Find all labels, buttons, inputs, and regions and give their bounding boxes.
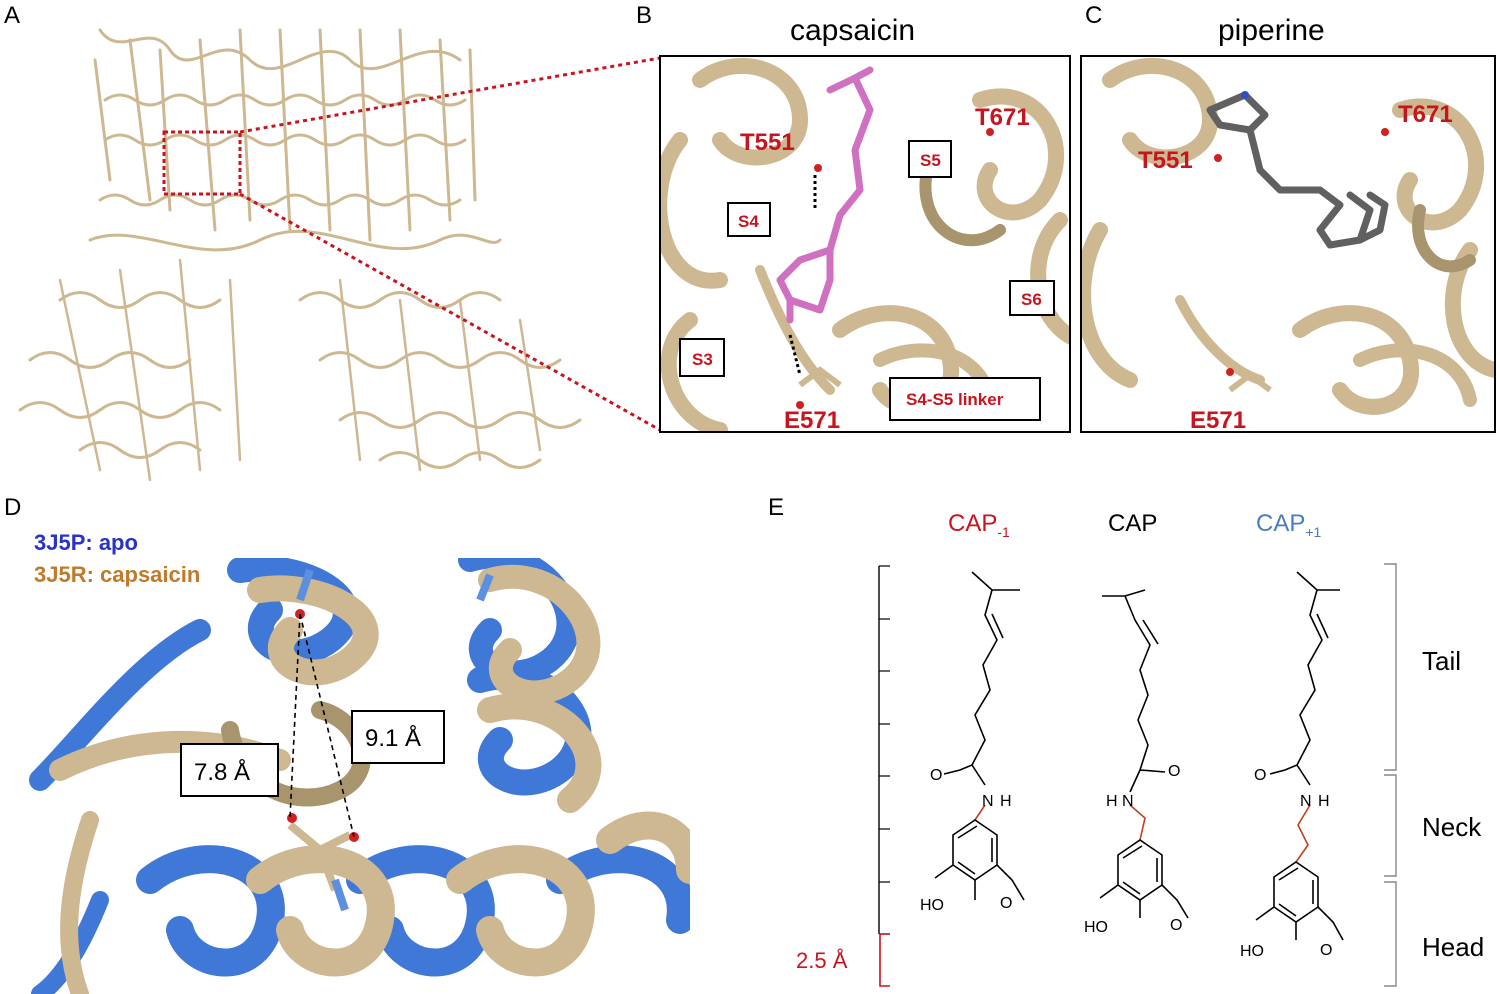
zoom-region-box bbox=[162, 130, 242, 196]
zoom-line-top bbox=[239, 56, 661, 134]
molecule-cap-plus1 bbox=[1255, 571, 1344, 941]
residue-t671-c: T671 bbox=[1398, 101, 1453, 128]
atom-o-methoxy-m2: O bbox=[1170, 917, 1182, 934]
molecule-title-sub: -1 bbox=[997, 523, 1010, 540]
residue-t551-c: T551 bbox=[1138, 147, 1193, 174]
molecule-title-base: CAP bbox=[1256, 510, 1306, 537]
distance-line-1 bbox=[289, 613, 301, 819]
panel-c: T551 T671 E571 bbox=[1080, 55, 1496, 434]
atom-o-m3: O bbox=[1254, 767, 1266, 784]
molecule-title-base: CAP bbox=[1108, 510, 1158, 537]
molecule-title-cap-minus1: CAP-1 bbox=[948, 510, 1010, 540]
bracket-head bbox=[1384, 881, 1397, 987]
panel-c-letter: C bbox=[1085, 2, 1103, 29]
atom-o-methoxy-m3: O bbox=[1320, 942, 1332, 959]
panel-a-letter: A bbox=[4, 2, 21, 29]
panel-e: 2.5 Å O N H HO O O N H HO O bbox=[796, 563, 1484, 987]
panel-a-protein-structure bbox=[18, 28, 582, 482]
molecule-title-base: CAP bbox=[948, 510, 998, 537]
atom-h-m2: H bbox=[1106, 793, 1118, 810]
atom-o-methoxy-m1: O bbox=[1000, 895, 1012, 912]
panel-d-letter: D bbox=[4, 494, 22, 521]
residue-e571-c: E571 bbox=[1190, 407, 1246, 434]
segment-s6: S6 bbox=[1021, 290, 1042, 309]
bracket-neck bbox=[1384, 774, 1397, 877]
zoom-line-bottom bbox=[239, 192, 661, 432]
atom-ho-m1: HO bbox=[920, 897, 944, 914]
region-head: Head bbox=[1422, 932, 1484, 962]
panel-b: T551 T671 E571 S4 S5 S3 S6 S4-S5 linker bbox=[659, 55, 1071, 434]
atom-n-m2: N bbox=[1122, 793, 1134, 810]
segment-s3: S3 bbox=[692, 350, 713, 369]
residue-t551-b: T551 bbox=[740, 129, 795, 156]
molecule-title-sub: +1 bbox=[1305, 523, 1322, 540]
residue-e571-b: E571 bbox=[784, 407, 840, 434]
atom-h-m1: H bbox=[1000, 793, 1012, 810]
bracket-tail bbox=[1384, 563, 1397, 771]
atom-o-m1: O bbox=[930, 767, 942, 784]
segment-s4-s5-linker: S4-S5 linker bbox=[906, 390, 1004, 409]
molecule-cap-minus1 bbox=[934, 571, 1025, 901]
atom-n-m3: N bbox=[1300, 793, 1312, 810]
atom-ho-m2: HO bbox=[1084, 919, 1108, 936]
molecule-title-cap: CAP bbox=[1108, 510, 1157, 538]
scale-bar-red bbox=[879, 933, 890, 987]
segment-s5: S5 bbox=[920, 151, 941, 170]
scale-label: 2.5 Å bbox=[796, 948, 848, 973]
panel-e-letter: E bbox=[768, 494, 785, 521]
panel-b-title: capsaicin bbox=[790, 14, 916, 47]
panel-b-letter: B bbox=[636, 2, 653, 29]
molecule-title-cap-plus1: CAP+1 bbox=[1256, 510, 1321, 540]
panel-d: 7.8 Å 9.1 Å bbox=[29, 558, 690, 994]
atom-n-m1: N bbox=[982, 793, 994, 810]
atom-ho-m3: HO bbox=[1240, 943, 1264, 960]
atom-h-m3: H bbox=[1318, 793, 1330, 810]
distance-label-7-8: 7.8 Å bbox=[194, 758, 250, 786]
segment-s4: S4 bbox=[738, 212, 759, 231]
molecule-cap bbox=[1099, 589, 1189, 919]
region-neck: Neck bbox=[1422, 812, 1482, 842]
panel-c-title: piperine bbox=[1218, 14, 1325, 47]
scale-ticks bbox=[879, 565, 890, 935]
residue-t671-b: T671 bbox=[975, 104, 1030, 131]
distance-line-2 bbox=[299, 613, 355, 838]
distance-label-9-1: 9.1 Å bbox=[365, 724, 421, 752]
atom-o-m2: O bbox=[1168, 763, 1180, 780]
legend-capsaicin: 3J5R: capsaicin bbox=[34, 562, 201, 587]
legend-apo: 3J5P: apo bbox=[34, 530, 138, 555]
region-tail: Tail bbox=[1422, 646, 1461, 676]
